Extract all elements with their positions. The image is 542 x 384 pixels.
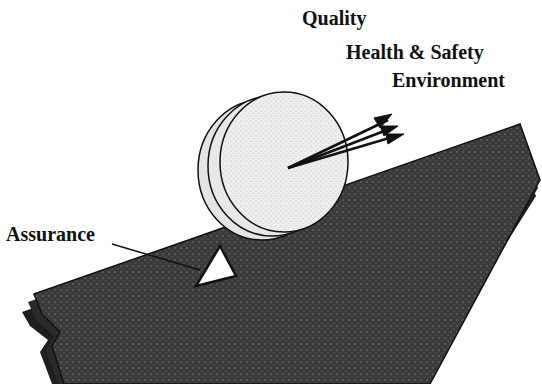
wheel-disc	[220, 92, 348, 232]
illustration-label: Assurance	[6, 222, 95, 246]
illustration-label: Quality	[302, 6, 366, 30]
wedge-chock	[196, 246, 236, 286]
illustration-label: Health & Safety	[346, 40, 484, 64]
illustration-label: Environment	[392, 68, 505, 92]
direction-arrows	[288, 114, 404, 168]
leader-line	[112, 244, 200, 270]
